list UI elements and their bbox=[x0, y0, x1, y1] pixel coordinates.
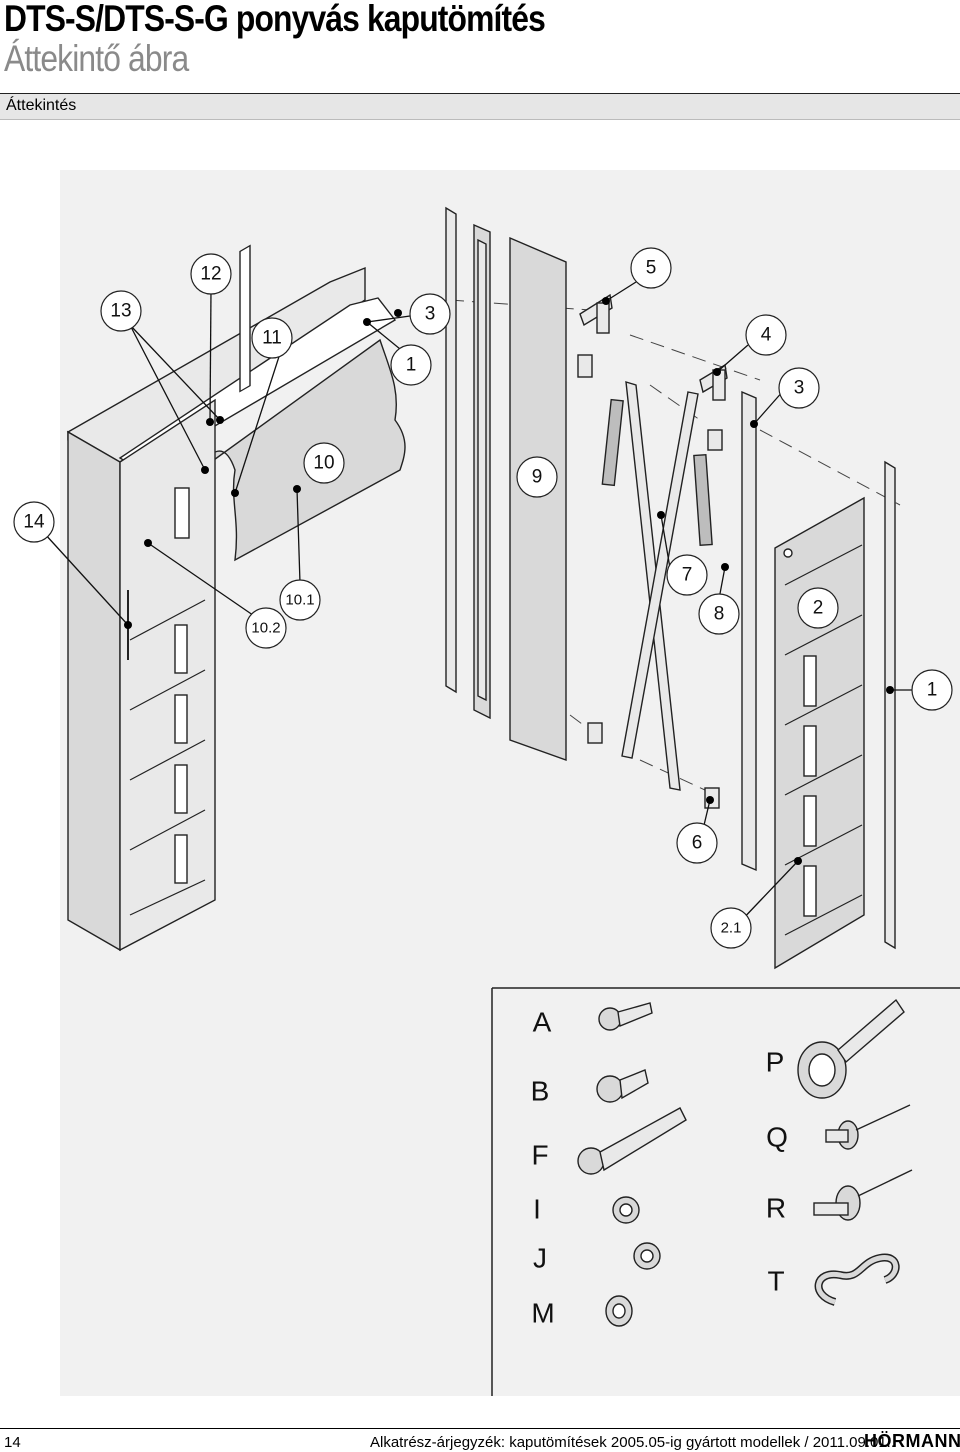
callout-2-1: 2.1 bbox=[710, 907, 752, 949]
callout-10: 10 bbox=[303, 442, 345, 484]
svg-text:1: 1 bbox=[927, 680, 938, 701]
svg-text:8: 8 bbox=[714, 604, 725, 625]
callout-14: 14 bbox=[13, 501, 55, 543]
screw-a-icon bbox=[598, 1002, 653, 1031]
nut-i-icon bbox=[612, 1196, 640, 1224]
left-post-side bbox=[119, 398, 216, 952]
window-4 bbox=[174, 834, 188, 884]
hardware-box: A B F I J M P Q R T bbox=[491, 987, 960, 1396]
window-1 bbox=[174, 624, 188, 674]
eye-bolt-p-icon bbox=[797, 998, 905, 1099]
left-post-front bbox=[67, 430, 121, 952]
hw-label-b: B bbox=[531, 1076, 550, 1107]
hw-label-r: R bbox=[766, 1193, 786, 1224]
svg-text:7: 7 bbox=[682, 565, 693, 586]
callout-12: 12 bbox=[190, 253, 232, 295]
washer-m-icon bbox=[605, 1295, 633, 1327]
svg-text:5: 5 bbox=[646, 258, 657, 279]
assembled-frame bbox=[66, 244, 901, 952]
top-tarpaulin bbox=[199, 338, 406, 562]
side-rail-3 bbox=[445, 206, 457, 694]
nut-j-icon bbox=[633, 1242, 661, 1270]
svg-text:9: 9 bbox=[532, 467, 543, 488]
exploded-view-drawing: 12 13 11 3 1 5 4 3 10 9 14 10.1 10.2 7 8… bbox=[13, 206, 960, 1396]
page-title: DTS-S/DTS-S-G ponyvás kaputömítés bbox=[4, 0, 546, 39]
svg-text:11: 11 bbox=[262, 328, 282, 349]
svg-text:10.2: 10.2 bbox=[251, 620, 280, 637]
svg-text:13: 13 bbox=[110, 301, 131, 322]
hw-label-q: Q bbox=[766, 1122, 788, 1153]
spring-left bbox=[601, 398, 624, 487]
window-2 bbox=[174, 694, 188, 744]
callout-2: 2 bbox=[797, 587, 839, 629]
svg-text:14: 14 bbox=[23, 512, 45, 533]
hw-label-p: P bbox=[766, 1047, 785, 1078]
callout-1b: 1 bbox=[911, 669, 953, 711]
svg-text:3: 3 bbox=[425, 304, 436, 325]
rod-7b bbox=[621, 391, 699, 759]
svg-text:10.1: 10.1 bbox=[285, 592, 314, 609]
svg-text:4: 4 bbox=[761, 325, 772, 346]
bolt-f-icon bbox=[577, 1107, 687, 1175]
page-number: 14 bbox=[4, 1434, 21, 1451]
hw-label-m: M bbox=[531, 1298, 554, 1329]
callout-9: 9 bbox=[516, 456, 558, 498]
callout-10-1: 10.1 bbox=[279, 579, 321, 621]
callout-6: 6 bbox=[676, 822, 718, 864]
callout-7: 7 bbox=[666, 554, 708, 596]
hw-label-f: F bbox=[531, 1140, 548, 1171]
section-label: Áttekintés bbox=[6, 97, 77, 114]
svg-text:3: 3 bbox=[794, 378, 805, 399]
svg-text:1: 1 bbox=[406, 355, 417, 376]
footer-caption: Alkatrész-árjegyzék: kaputömítések 2005.… bbox=[370, 1434, 896, 1451]
brand-logo: HÖRMANN bbox=[864, 1431, 960, 1451]
hw-label-j: J bbox=[533, 1243, 547, 1274]
hw-label-t: T bbox=[767, 1266, 784, 1297]
callout-13: 13 bbox=[100, 290, 142, 332]
callout-8: 8 bbox=[698, 593, 740, 635]
rivet-r-icon bbox=[813, 1169, 913, 1221]
callout-11: 11 bbox=[251, 317, 293, 359]
svg-text:6: 6 bbox=[692, 833, 703, 854]
footer-rule bbox=[0, 1428, 960, 1429]
svg-text:2: 2 bbox=[813, 598, 824, 619]
s-hook-t-icon bbox=[814, 1253, 900, 1306]
rivet-q-icon bbox=[825, 1104, 911, 1150]
svg-text:12: 12 bbox=[200, 264, 221, 285]
spring-right bbox=[693, 453, 713, 547]
callout-3b: 3 bbox=[778, 367, 820, 409]
screw-b-icon bbox=[596, 1069, 649, 1103]
svg-text:10: 10 bbox=[313, 453, 334, 474]
callout-1a: 1 bbox=[390, 344, 432, 386]
window-3 bbox=[174, 764, 188, 814]
page-subtitle: Áttekintő ábra bbox=[4, 38, 189, 79]
callout-3a: 3 bbox=[409, 293, 451, 335]
side-rail-1b bbox=[884, 460, 896, 950]
callout-10-2: 10.2 bbox=[245, 607, 287, 649]
hw-label-a: A bbox=[533, 1007, 552, 1038]
door-panel-2 bbox=[774, 496, 865, 970]
svg-text:2.1: 2.1 bbox=[721, 920, 742, 937]
side-rail-3b bbox=[741, 390, 757, 872]
side-panel-9 bbox=[509, 236, 567, 761]
callout-5: 5 bbox=[630, 247, 672, 289]
callout-4: 4 bbox=[745, 314, 787, 356]
section-bar: Áttekintés bbox=[0, 93, 960, 120]
hw-label-i: I bbox=[533, 1194, 541, 1225]
